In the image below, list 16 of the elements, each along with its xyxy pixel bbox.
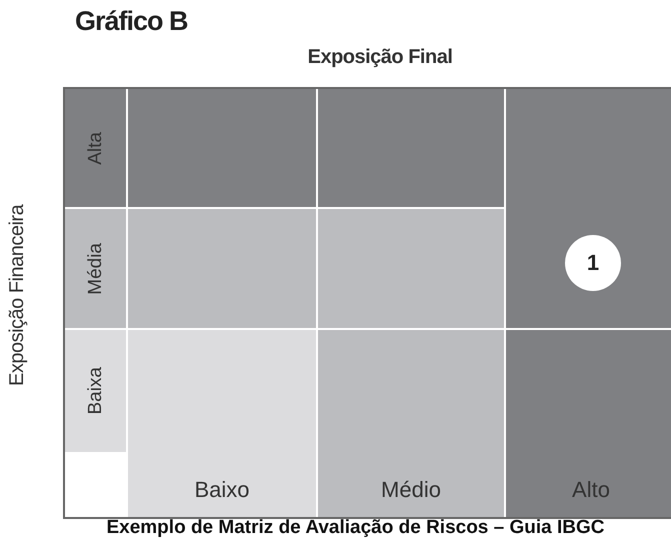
matrix-cell [128, 89, 316, 207]
matrix-cell [128, 209, 316, 328]
matrix-cell [318, 209, 504, 328]
row-header: Alta [65, 89, 126, 207]
axis-title: Exposição Financeira [6, 203, 29, 388]
matrix-cell [318, 89, 504, 207]
chart-title: Gráfico B [75, 6, 188, 37]
caption: Exemplo de Matriz de Avaliação de Riscos – Guia IBGC [105, 517, 606, 539]
risk-marker: 1 [565, 235, 621, 291]
column-header: Alto [506, 330, 671, 517]
column-header: Baixo [128, 330, 316, 517]
matrix-cell [506, 89, 671, 328]
axis-title: Exposição Final [306, 46, 454, 69]
row-header: Média [65, 209, 126, 328]
row-header: Baixa [65, 330, 126, 452]
column-header: Médio [318, 330, 504, 517]
